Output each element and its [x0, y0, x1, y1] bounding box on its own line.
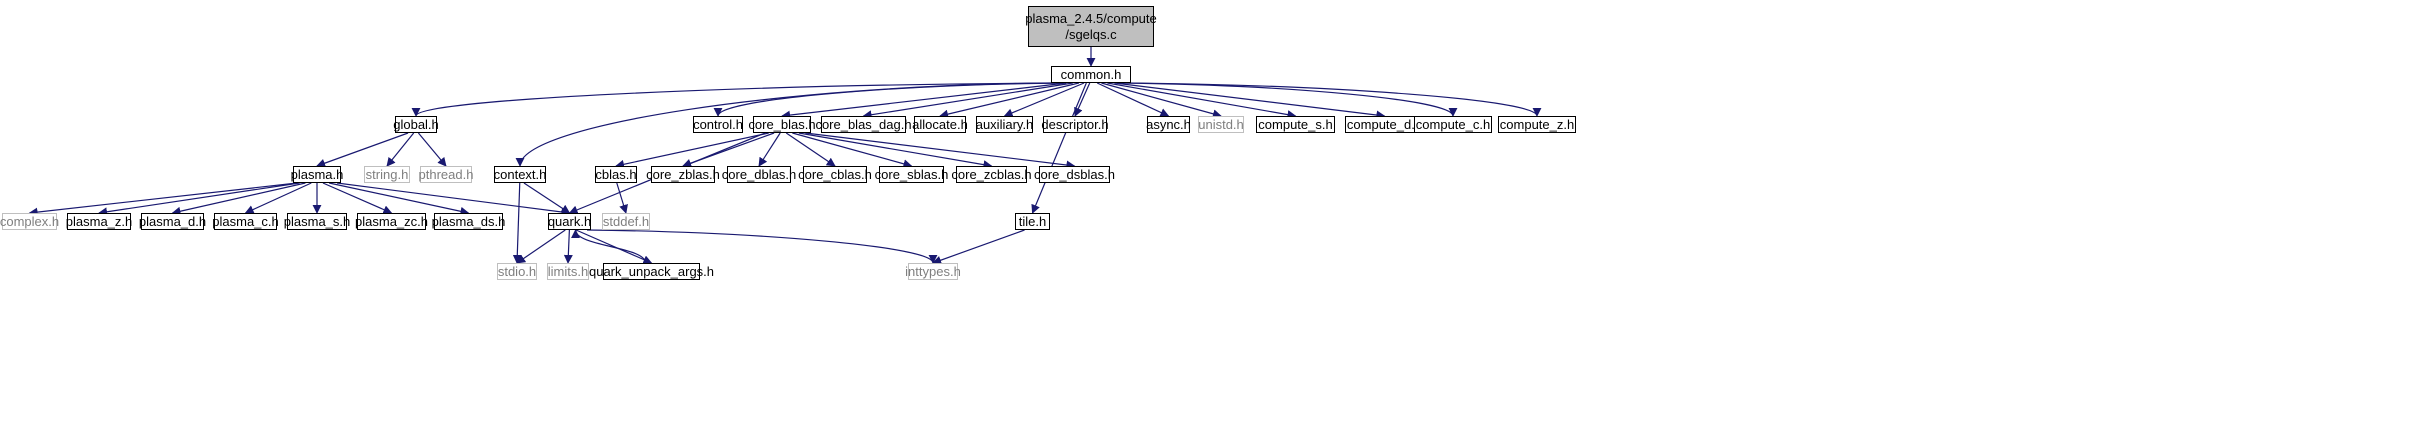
- edge-plasma-to-plasma-c: [244, 182, 312, 214]
- node-stdio: stdio.h: [497, 263, 537, 280]
- edge-common-to-allocate: [939, 82, 1080, 119]
- edge-common-to-tile: [1031, 82, 1087, 214]
- node-compute-c[interactable]: compute_c.h: [1414, 116, 1492, 133]
- edge-core-blas-to-core-dblas: [758, 132, 781, 167]
- edge-cblas-to-stddef: [616, 182, 628, 214]
- node-compute-d[interactable]: compute_d.h: [1345, 116, 1424, 133]
- edge-common-to-core-blas-dag: [862, 82, 1073, 120]
- node-plasma-d[interactable]: plasma_d.h: [138, 213, 207, 230]
- edge-context-to-stdio: [512, 182, 522, 264]
- node-core-dblas[interactable]: core_dblas.h: [721, 166, 797, 183]
- node-core-cblas[interactable]: core_cblas.h: [798, 166, 872, 183]
- node-global[interactable]: global.h: [393, 116, 439, 133]
- node-plasma-zc[interactable]: plasma_zc.h: [355, 213, 428, 230]
- edge-core-blas-to-core-cblas: [785, 132, 836, 167]
- edge-common-to-compute-d: [1114, 82, 1386, 120]
- node-inttypes: inttypes.h: [905, 263, 961, 280]
- node-unistd: unistd.h: [1198, 116, 1244, 133]
- node-stddef: stddef.h: [602, 213, 650, 230]
- edge-quark-to-quark-unpack-args: [575, 229, 653, 264]
- edge-global-to-pthread: [417, 132, 447, 167]
- node-plasma-c[interactable]: plasma_c.h: [212, 213, 279, 230]
- edge-quark-to-stdio: [516, 229, 566, 264]
- node-core-zcblas[interactable]: core_zcblas.h: [951, 166, 1032, 183]
- edge-core-blas-to-cblas: [615, 132, 769, 169]
- node-limits: limits.h: [547, 263, 589, 280]
- edge-plasma-to-plasma-z: [98, 182, 300, 217]
- edge-context-to-quark: [523, 182, 571, 214]
- node-async[interactable]: async.h: [1146, 116, 1191, 133]
- edge-plasma-to-plasma-zc: [322, 182, 393, 214]
- node-control[interactable]: control.h: [693, 116, 743, 133]
- edge-core-blas-to-core-sblas: [792, 132, 913, 169]
- node-tile[interactable]: tile.h: [1015, 213, 1050, 230]
- node-core-sblas[interactable]: core_sblas.h: [874, 166, 949, 183]
- edge-common-to-compute-s: [1107, 82, 1297, 120]
- node-core-blas[interactable]: core_blas.h: [748, 116, 816, 133]
- edge-common-to-async: [1096, 82, 1170, 117]
- edge-common-to-auxiliary: [1003, 82, 1085, 118]
- edge-common-to-global: [411, 82, 1056, 117]
- node-plasma-z[interactable]: plasma_z.h: [65, 213, 133, 230]
- edge-plasma-to-complex: [28, 182, 298, 217]
- edge-plasma-to-quark: [336, 182, 571, 217]
- node-pthread: pthread.h: [418, 166, 474, 183]
- node-quark-unpack-args[interactable]: quark_unpack_args.h: [588, 263, 715, 280]
- node-compute-z[interactable]: compute_z.h: [1498, 116, 1576, 133]
- edge-common-to-descriptor: [1074, 82, 1091, 117]
- node-string: string.h: [364, 166, 410, 183]
- edge-quark-to-limits: [563, 229, 573, 264]
- edge-common-to-context: [515, 82, 1056, 167]
- node-root: plasma_2.4.5/compute /sgelqs.c: [1025, 6, 1157, 47]
- edge-plasma-to-plasma-d: [171, 182, 306, 216]
- node-core-dsblas[interactable]: core_dsblas.h: [1034, 166, 1115, 183]
- node-common[interactable]: common.h: [1051, 66, 1131, 83]
- node-auxiliary[interactable]: auxiliary.h: [975, 116, 1034, 133]
- edge-global-to-plasma: [316, 132, 409, 168]
- edge-quark-to-inttypes: [586, 229, 938, 264]
- node-quark[interactable]: quark.h: [547, 213, 592, 230]
- node-plasma[interactable]: plasma.h: [290, 166, 344, 183]
- edge-quark-unpack-args-to-quark: [571, 229, 647, 264]
- edge-common-to-compute-z: [1126, 82, 1542, 117]
- node-plasma-ds[interactable]: plasma_ds.h: [431, 213, 506, 230]
- edge-common-to-core-blas: [781, 82, 1067, 120]
- node-complex: complex.h: [0, 213, 60, 230]
- edge-core-blas-to-core-zcblas: [798, 132, 993, 170]
- node-plasma-s[interactable]: plasma_s.h: [283, 213, 351, 230]
- edge-common-to-compute-c: [1119, 82, 1458, 117]
- edge-tile-to-inttypes: [932, 229, 1025, 265]
- node-allocate[interactable]: allocate.h: [912, 116, 968, 133]
- node-context[interactable]: context.h: [493, 166, 547, 183]
- edge-global-to-string: [386, 132, 415, 167]
- edge-plasma-to-plasma-ds: [328, 182, 470, 216]
- node-compute-s[interactable]: compute_s.h: [1256, 116, 1335, 133]
- node-cblas[interactable]: cblas.h: [595, 166, 637, 183]
- edge-common-to-unistd: [1101, 82, 1222, 119]
- edge-core-blas-to-core-dsblas: [805, 132, 1076, 170]
- node-core-zblas[interactable]: core_zblas.h: [646, 166, 720, 183]
- node-core-blas-dag[interactable]: core_blas_dag.h: [815, 116, 912, 133]
- node-descriptor[interactable]: descriptor.h: [1041, 116, 1109, 133]
